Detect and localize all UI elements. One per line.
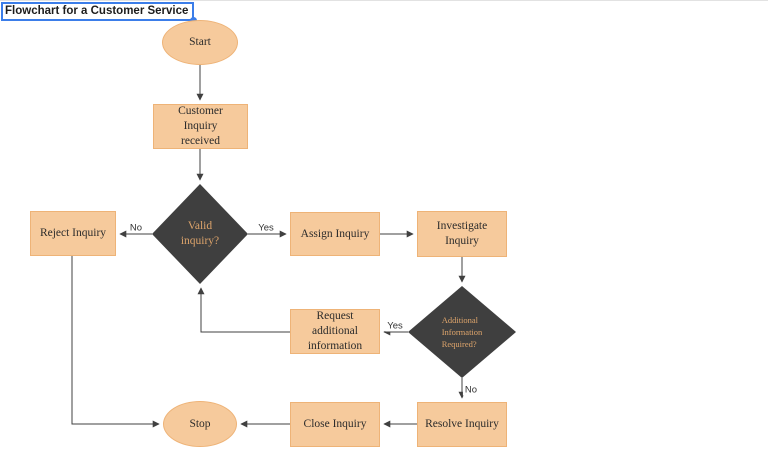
node-customer-label: Customer Inquiry received — [178, 105, 223, 147]
node-investigate-label: Investigate Inquiry — [436, 220, 488, 247]
node-stop[interactable]: Stop — [163, 401, 237, 447]
node-assign-inquiry[interactable]: Assign Inquiry — [290, 212, 380, 256]
node-resolve-inquiry[interactable]: Resolve Inquiry — [417, 402, 507, 447]
edge-label-addinfo-yes: Yes — [385, 320, 405, 332]
node-reject-label: Reject Inquiry — [39, 227, 107, 240]
node-close-inquiry[interactable]: Close Inquiry — [290, 402, 380, 447]
node-valid-label: Valid inquiry? — [180, 220, 220, 247]
edge-label-addinfo-no: No — [462, 384, 480, 396]
node-request-additional-information[interactable]: Request additional information — [290, 309, 380, 354]
node-close-label: Close Inquiry — [303, 418, 367, 431]
node-stop-label: Stop — [189, 417, 211, 430]
node-resolve-label: Resolve Inquiry — [425, 418, 499, 431]
node-assign-label: Assign Inquiry — [300, 227, 370, 240]
node-start-label: Start — [189, 36, 211, 49]
edge-label-valid-no: No — [127, 222, 145, 234]
node-start[interactable]: Start — [162, 20, 238, 65]
node-investigate-inquiry[interactable]: Investigate Inquiry — [417, 211, 507, 257]
edge-label-valid-yes: Yes — [256, 222, 276, 234]
edge-reject-to-stop — [71, 256, 160, 428]
node-customer-inquiry-received[interactable]: Customer Inquiry received — [153, 104, 248, 149]
edge-request-to-valid — [197, 287, 290, 333]
diagram-title-text: Flowchart for a Customer Service — [5, 5, 189, 17]
node-reject-inquiry[interactable]: Reject Inquiry — [30, 211, 116, 256]
node-addinfo-label: Additional Information Required? — [441, 314, 483, 350]
node-request-label: Request additional information — [307, 310, 363, 352]
diagram-title[interactable]: Flowchart for a Customer Service — [1, 2, 198, 24]
